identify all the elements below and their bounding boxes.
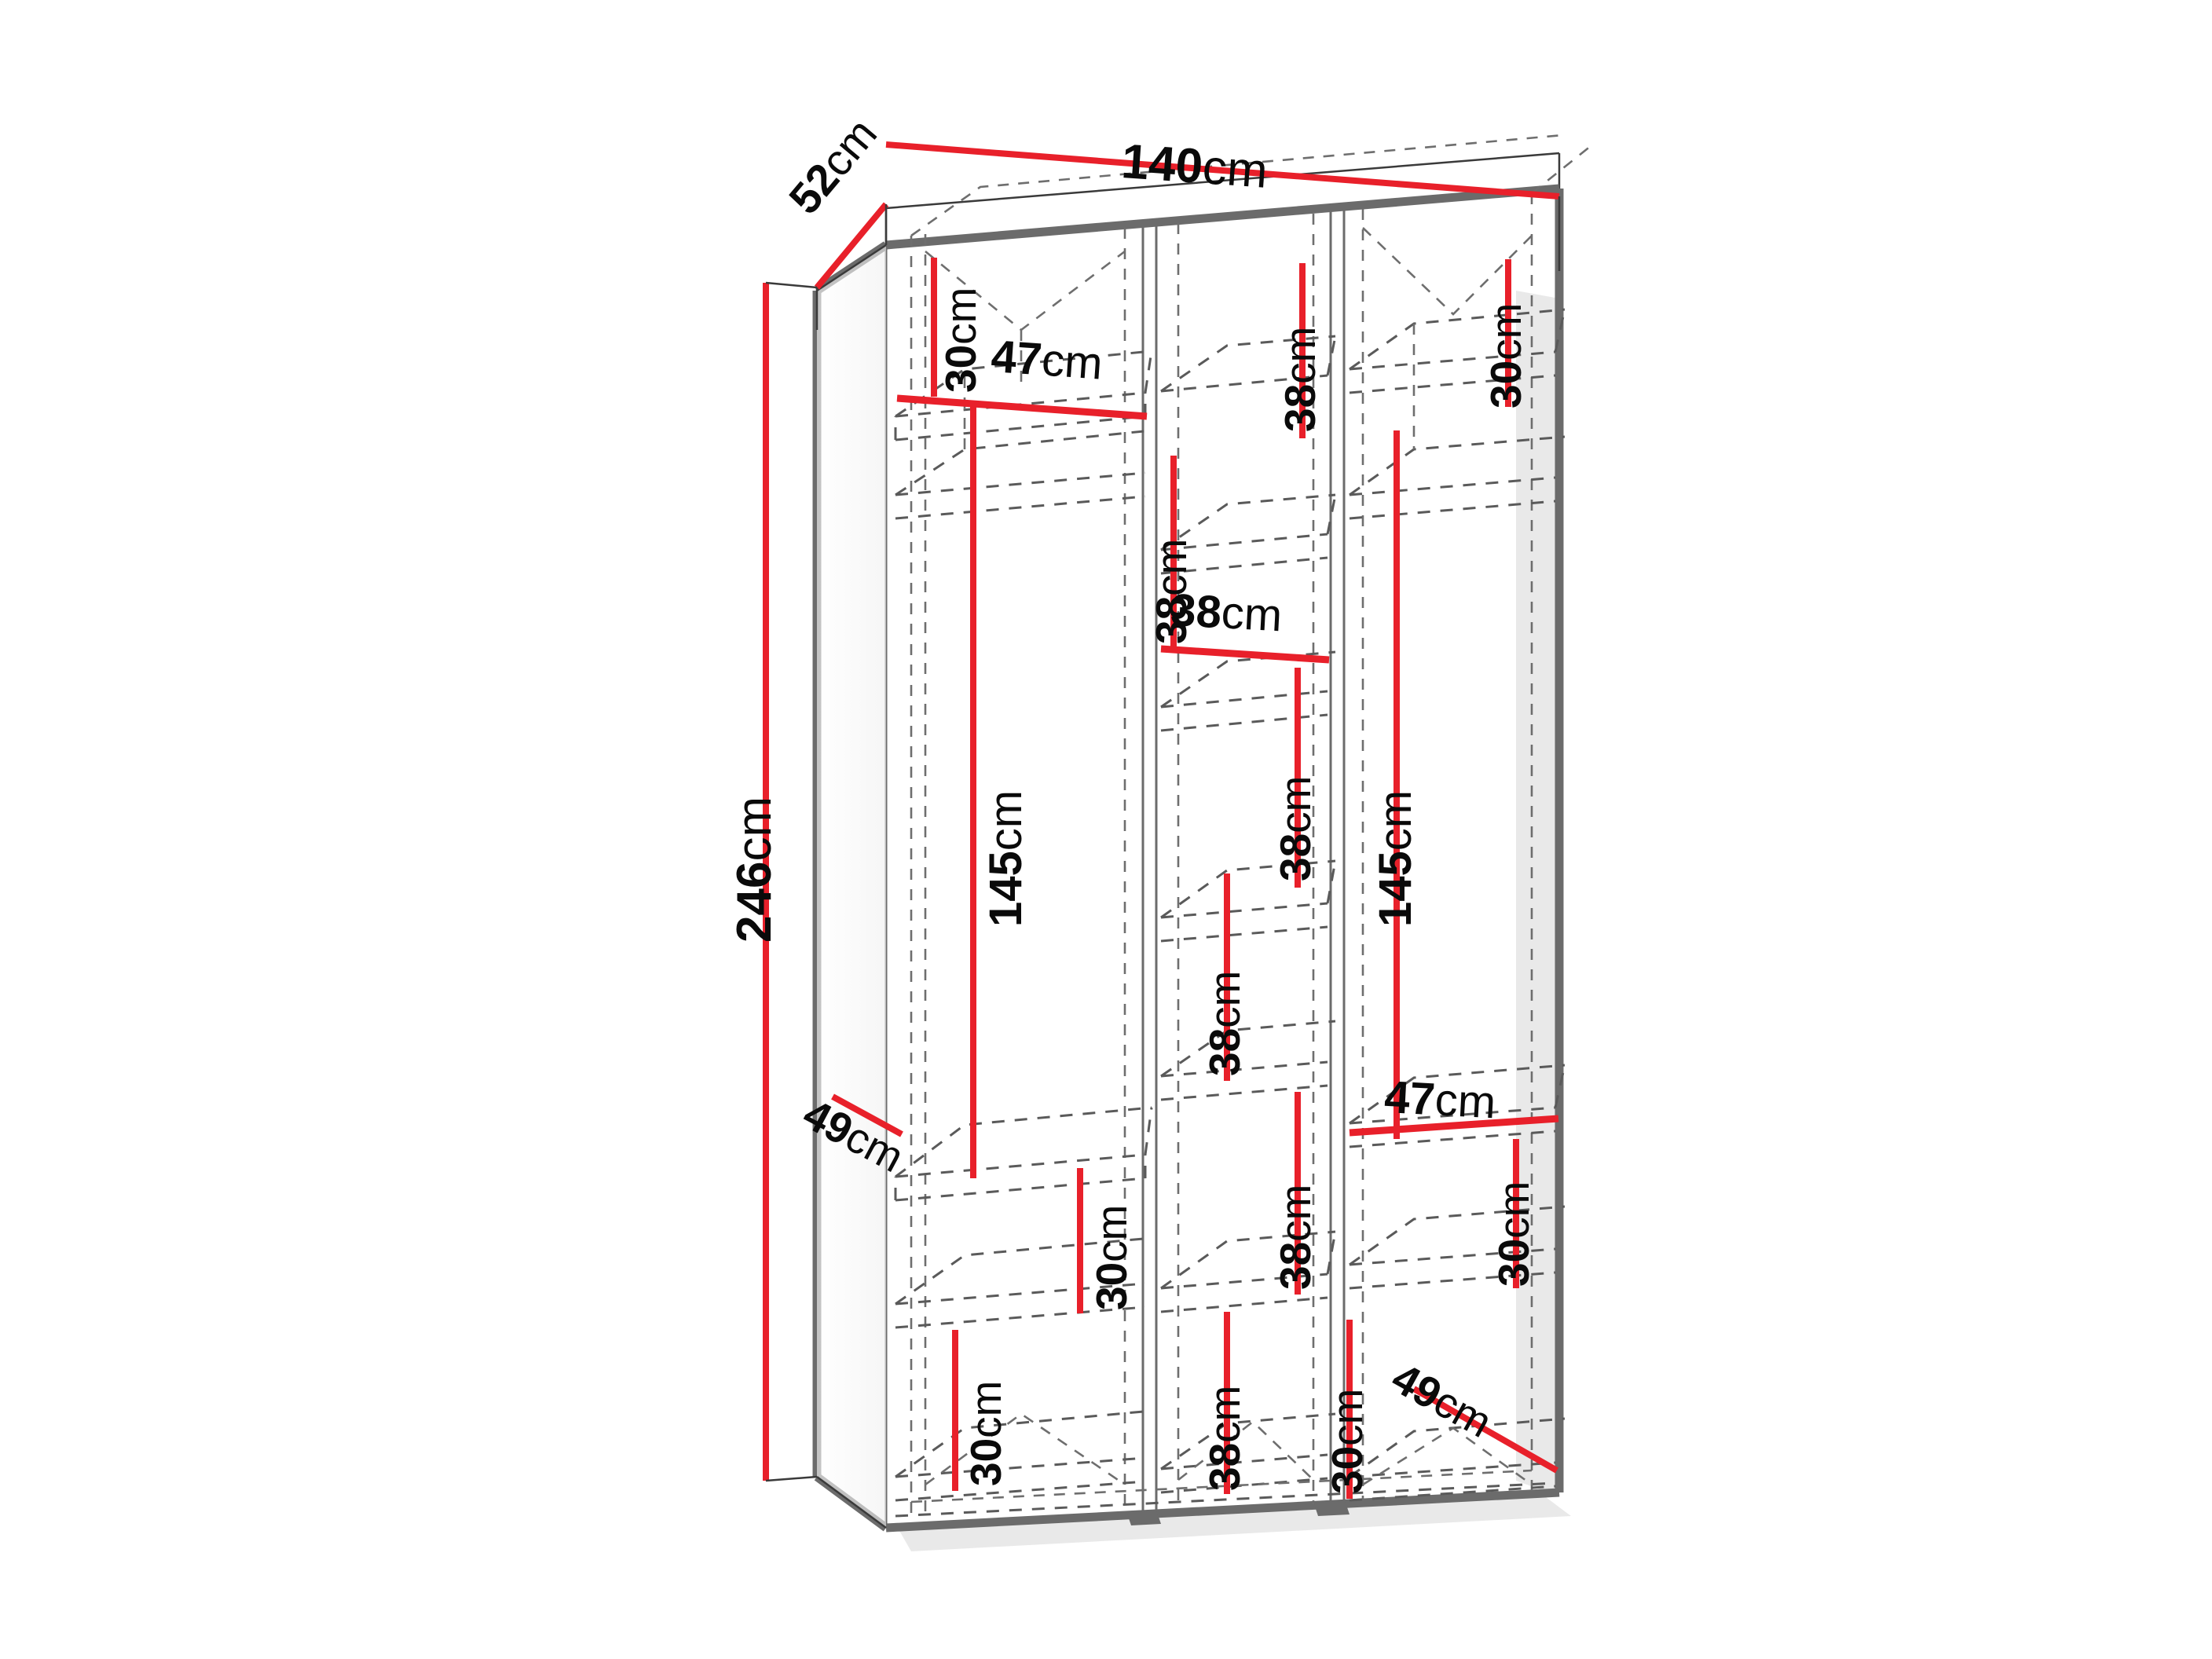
dim-unit: cm [1271, 775, 1320, 833]
dim-label-col2-38-b: 38cm [1271, 775, 1320, 881]
dim-label-col1-30-a: 30cm [1087, 1204, 1136, 1310]
dim-value: 145 [980, 851, 1031, 927]
dimline-col2-38-shelf [1160, 645, 1330, 664]
dimline-depth-52 [814, 202, 889, 290]
dim-value: 145 [1370, 851, 1421, 927]
dim-label-col2-38-top: 38cm [1276, 326, 1324, 432]
dim-unit: cm [980, 789, 1031, 851]
dim-value: 30 [1489, 1238, 1538, 1287]
dim-label-col1-30-b: 30cm [961, 1380, 1010, 1486]
dim-unit: cm [1200, 140, 1269, 199]
dim-unit: cm [1271, 1184, 1320, 1242]
dim-unit: cm [1200, 1385, 1249, 1443]
ground-shadow [895, 291, 1571, 1551]
dim-label-col2-38-e: 38cm [1200, 1385, 1249, 1491]
dim-value: 30 [936, 344, 985, 393]
dim-label-col1-145: 145cm [980, 789, 1031, 927]
dimline-width-140 [885, 141, 1560, 200]
dim-value: 38 [1271, 1241, 1320, 1290]
dim-value: 38 [1271, 833, 1320, 881]
dim-label-col3-145: 145cm [1370, 789, 1421, 927]
dim-unit: cm [1370, 789, 1421, 851]
dim-value: 30 [1087, 1262, 1136, 1310]
dim-unit: cm [727, 796, 782, 862]
dim-unit: cm [936, 287, 985, 345]
dim-unit: cm [1276, 326, 1324, 384]
dim-label-col2-30-f: 30cm [1323, 1388, 1372, 1494]
dimension-lines [763, 141, 1561, 1499]
dim-label-col3-30-a: 30cm [1489, 1181, 1538, 1287]
interior-hidden-lines [894, 134, 1595, 1518]
dim-label-col2-38-d: 38cm [1271, 1184, 1320, 1290]
dim-unit: cm [1040, 334, 1104, 390]
dim-unit: cm [1323, 1388, 1372, 1446]
dimline-col1-47 [896, 394, 1148, 420]
dim-unit: cm [1087, 1204, 1136, 1262]
cabinet-feet [1126, 1500, 1350, 1525]
dim-label-col3-30-top: 30cm [1481, 302, 1530, 408]
dim-label-height-246: 246cm [727, 797, 782, 943]
dim-value: 38 [1169, 584, 1223, 639]
dim-label-col2-38-shelf: 38cm [1170, 584, 1284, 642]
dim-unit: cm [1481, 302, 1530, 361]
dim-label-col1-47: 47cm [989, 331, 1104, 390]
dim-unit: cm [1489, 1181, 1538, 1239]
dim-value: 47 [1382, 1071, 1437, 1126]
dim-label-col2-38-c: 38cm [1200, 970, 1249, 1076]
dim-unit: cm [1434, 1074, 1497, 1129]
dim-value: 38 [1200, 1442, 1249, 1491]
dim-label-width-140: 140cm [1119, 134, 1269, 199]
dim-value: 30 [1323, 1445, 1372, 1494]
vertical-dividers [1141, 211, 1346, 1512]
dim-value: 38 [1276, 383, 1324, 432]
dim-value: 38 [1200, 1027, 1249, 1076]
dimline-col3-47 [1349, 1115, 1559, 1137]
dim-value: 140 [1119, 134, 1205, 195]
dim-unit: cm [1220, 587, 1284, 642]
dim-label-col3-47: 47cm [1383, 1071, 1497, 1129]
dim-unit: cm [1200, 970, 1249, 1028]
dim-value: 30 [961, 1437, 1010, 1486]
dim-label-col1-30-top: 30cm [936, 287, 985, 393]
dimline-col3-49 [1412, 1386, 1558, 1474]
dim-value: 30 [1481, 360, 1530, 408]
dim-value: 246 [727, 861, 782, 943]
dimline-col1-49 [831, 1093, 903, 1137]
left-side-panel [816, 244, 887, 1529]
dim-unit: cm [961, 1380, 1010, 1438]
dim-value: 47 [989, 331, 1044, 386]
